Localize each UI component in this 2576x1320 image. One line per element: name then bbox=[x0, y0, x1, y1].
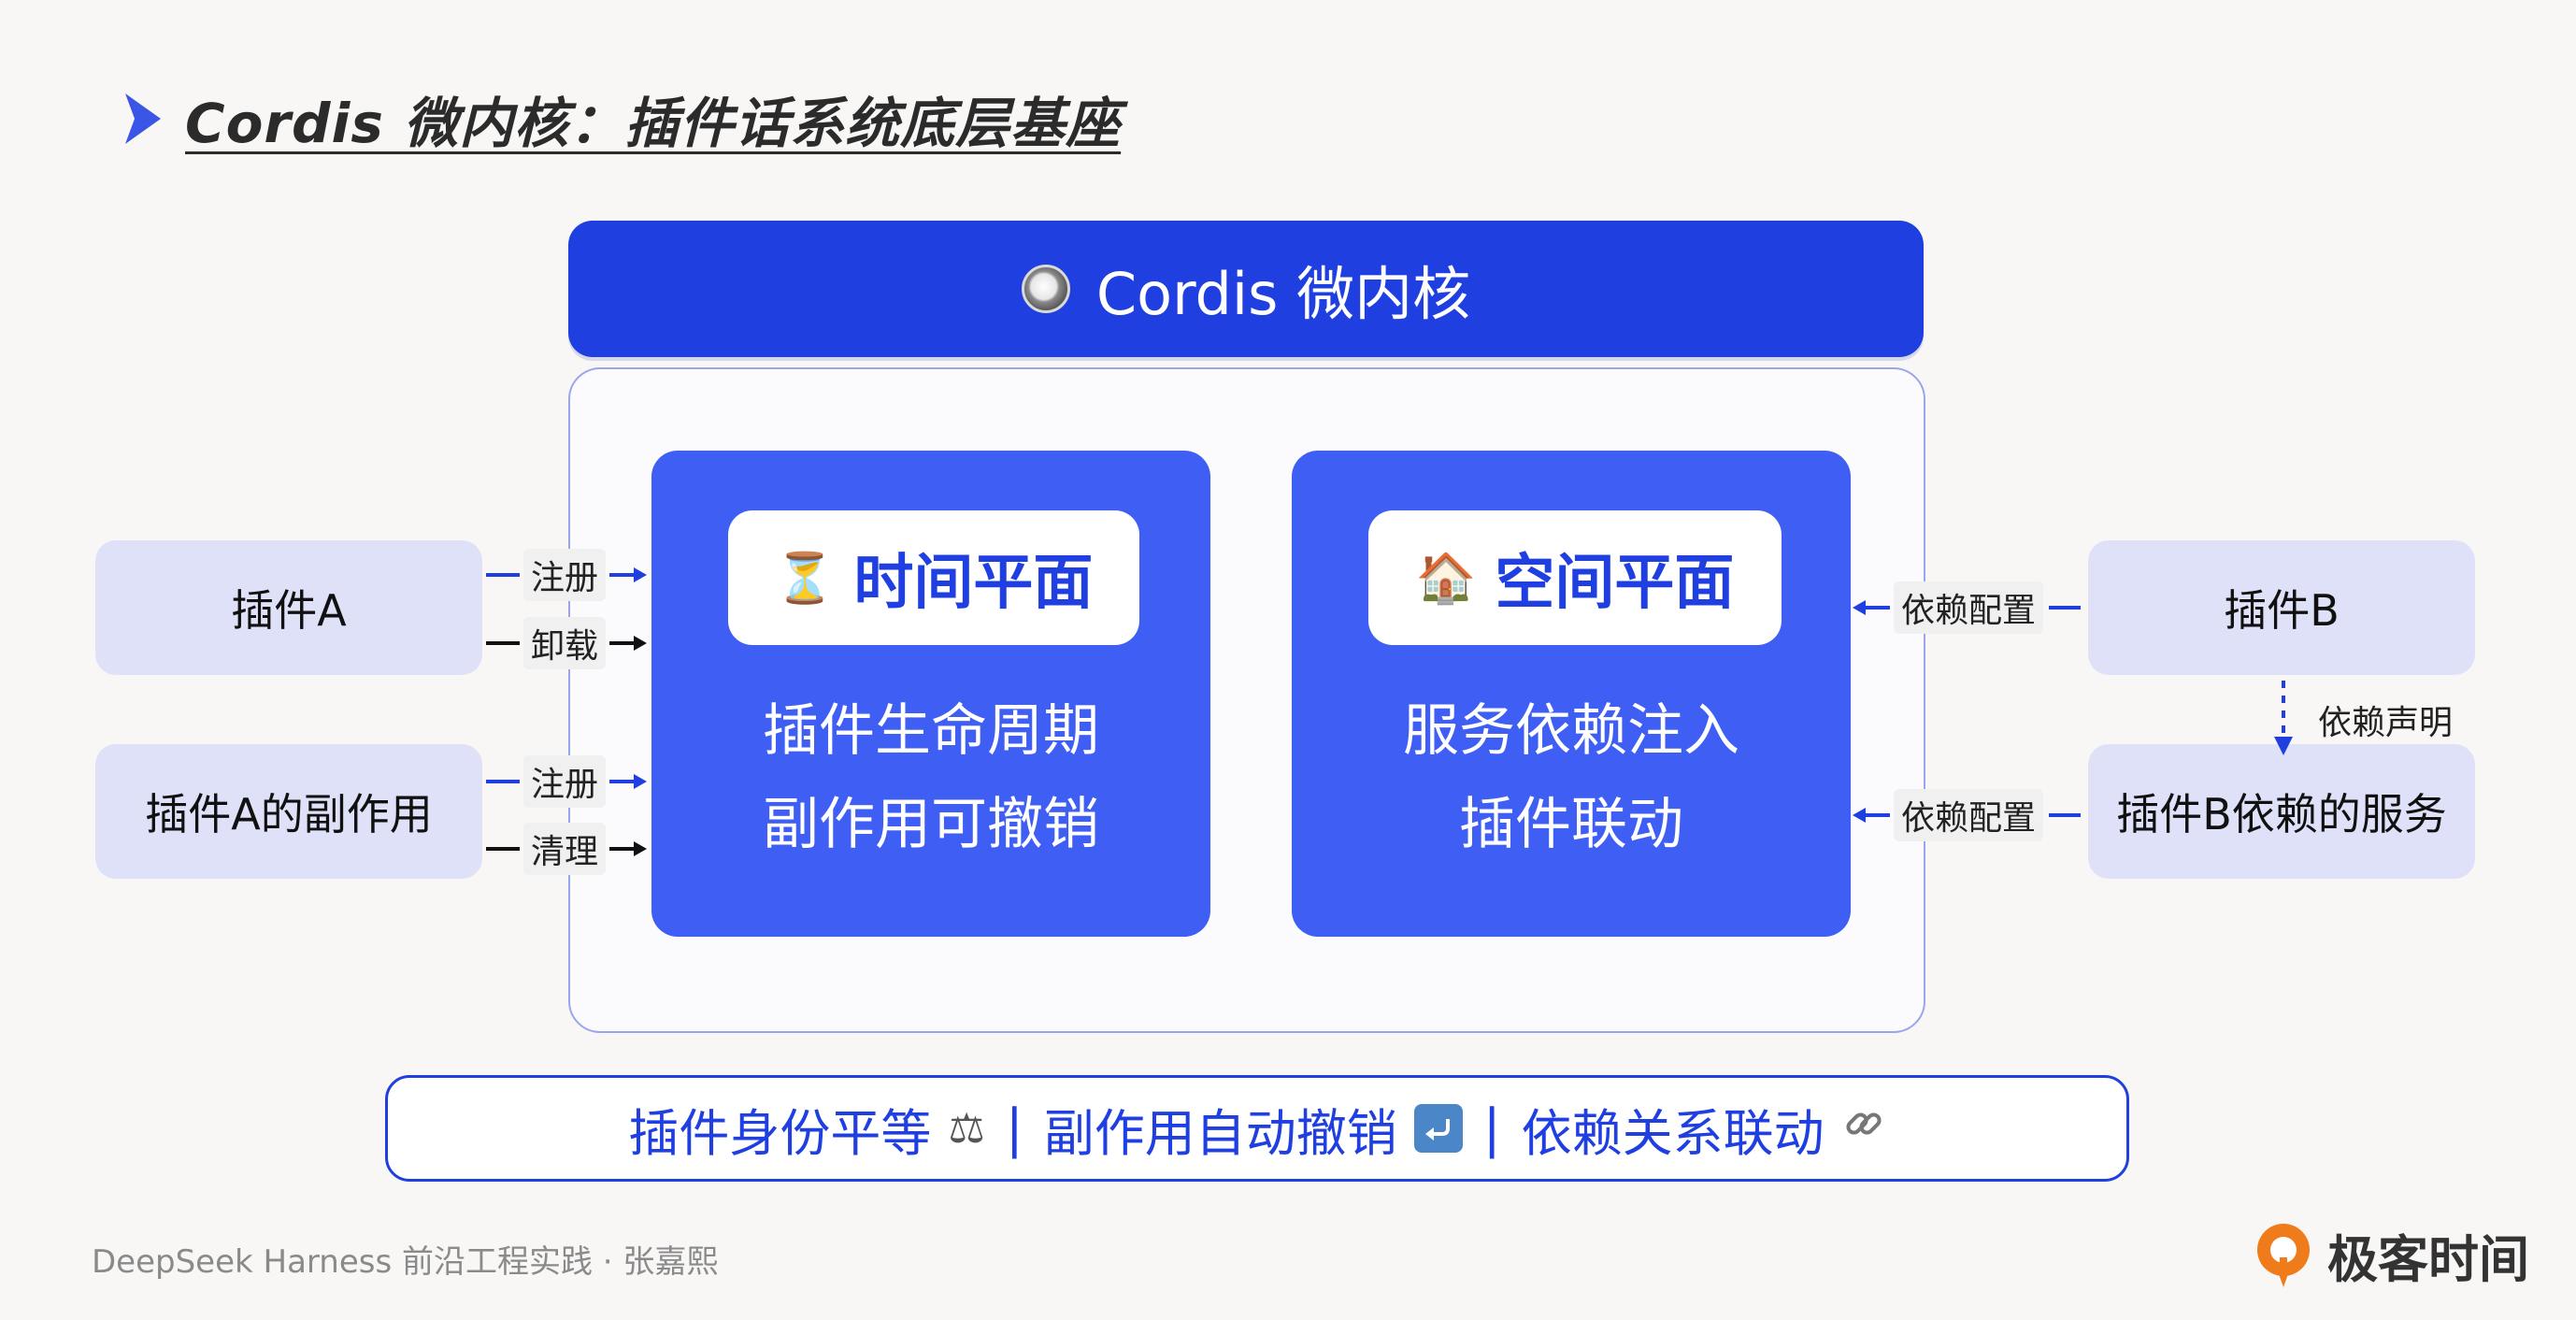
dash-icon bbox=[2049, 606, 2082, 610]
time-plane-title: 时间平面 bbox=[853, 549, 1094, 618]
space-plane: 🏠 空间平面 服务依赖注入 插件联动 bbox=[1292, 451, 1851, 937]
footer-credit: DeepSeek Harness 前沿工程实践 · 张嘉熙 bbox=[92, 1243, 719, 1281]
connector-clean: 清理 bbox=[482, 821, 649, 877]
separator: | bbox=[1482, 1098, 1501, 1159]
time-plane-line: 副作用可撤销 bbox=[763, 792, 1099, 857]
time-plane-line: 插件生命周期 bbox=[763, 698, 1099, 764]
dash-icon bbox=[486, 641, 520, 645]
space-plane-line: 服务依赖注入 bbox=[1403, 698, 1739, 764]
plugin-a-side-effect-box: 插件A的副作用 bbox=[95, 744, 482, 879]
connector-dependency-config: 依赖配置 bbox=[1851, 580, 2084, 636]
radio-button-icon bbox=[1021, 265, 1070, 313]
brand-name: 极客时间 bbox=[2327, 1229, 2529, 1289]
arrow-left-icon bbox=[1853, 600, 1890, 615]
play-arrow-icon bbox=[125, 93, 161, 144]
time-plane-lines: 插件生命周期 副作用可撤销 bbox=[651, 684, 1210, 871]
time-plane-label: ⏳ 时间平面 bbox=[728, 510, 1139, 645]
arrow-right-icon bbox=[609, 841, 648, 856]
principles-banner: 插件身份平等 ⚖ | 副作用自动撤销 | 依赖关系联动 bbox=[385, 1075, 2129, 1182]
hourglass-icon: ⏳ bbox=[774, 550, 836, 607]
kernel-title: Cordis 微内核 bbox=[1095, 260, 1471, 328]
space-plane-line: 插件联动 bbox=[1459, 792, 1683, 857]
link-icon bbox=[1841, 1101, 1886, 1156]
principle-text: 插件身份平等 bbox=[628, 1103, 932, 1163]
arrow-right-icon bbox=[609, 774, 648, 789]
connector-label: 卸载 bbox=[523, 617, 607, 669]
brand-logo-icon bbox=[2257, 1224, 2310, 1287]
dash-icon bbox=[2049, 813, 2082, 817]
connector-label: 依赖声明 bbox=[2318, 704, 2454, 742]
connector-label: 依赖配置 bbox=[1894, 789, 2044, 841]
principle-item: 依赖关系联动 bbox=[1522, 1092, 1886, 1166]
dash-icon bbox=[486, 573, 520, 577]
plugin-b-service-box: 插件B依赖的服务 bbox=[2088, 744, 2475, 879]
connector-unload: 卸载 bbox=[482, 615, 649, 671]
arrow-right-icon bbox=[609, 636, 648, 651]
principle-item: 副作用自动撤销 bbox=[1044, 1092, 1463, 1166]
title-bar: Cordis 微内核：插件话系统底层基座 bbox=[122, 77, 1121, 161]
dash-icon bbox=[486, 780, 520, 783]
principle-text: 副作用自动撤销 bbox=[1043, 1103, 1397, 1163]
principle-item: 插件身份平等 ⚖ bbox=[628, 1092, 984, 1166]
connector-label: 注册 bbox=[523, 755, 607, 808]
space-plane-label: 🏠 空间平面 bbox=[1368, 510, 1782, 645]
separator: | bbox=[1005, 1098, 1023, 1159]
connector-register: 注册 bbox=[482, 753, 649, 810]
dash-icon bbox=[486, 847, 520, 851]
space-plane-title: 空间平面 bbox=[1495, 549, 1735, 618]
space-plane-lines: 服务依赖注入 插件联动 bbox=[1292, 684, 1851, 871]
arrow-down-icon bbox=[2274, 681, 2293, 755]
connector-label: 注册 bbox=[523, 549, 607, 601]
arrow-right-icon bbox=[609, 567, 648, 582]
connector-dependency-declare: 依赖声明 bbox=[2262, 677, 2486, 761]
arrow-left-icon bbox=[1853, 808, 1890, 823]
scales-icon: ⚖ bbox=[948, 1104, 985, 1153]
page-title: Cordis 微内核：插件话系统底层基座 bbox=[185, 92, 1122, 155]
plugin-b-box: 插件B bbox=[2088, 540, 2475, 675]
brand: 极客时间 bbox=[2251, 1217, 2529, 1292]
connector-register: 注册 bbox=[482, 547, 649, 603]
house-icon: 🏠 bbox=[1415, 550, 1477, 607]
principle-text: 依赖关系联动 bbox=[1521, 1103, 1825, 1163]
connector-dependency-config: 依赖配置 bbox=[1851, 787, 2084, 843]
undo-icon bbox=[1413, 1104, 1463, 1153]
time-plane: ⏳ 时间平面 插件生命周期 副作用可撤销 bbox=[651, 451, 1210, 937]
connector-label: 清理 bbox=[523, 823, 607, 875]
plugin-a-box: 插件A bbox=[95, 540, 482, 675]
connector-label: 依赖配置 bbox=[1894, 581, 2044, 634]
kernel-header: Cordis 微内核 bbox=[568, 221, 1924, 357]
